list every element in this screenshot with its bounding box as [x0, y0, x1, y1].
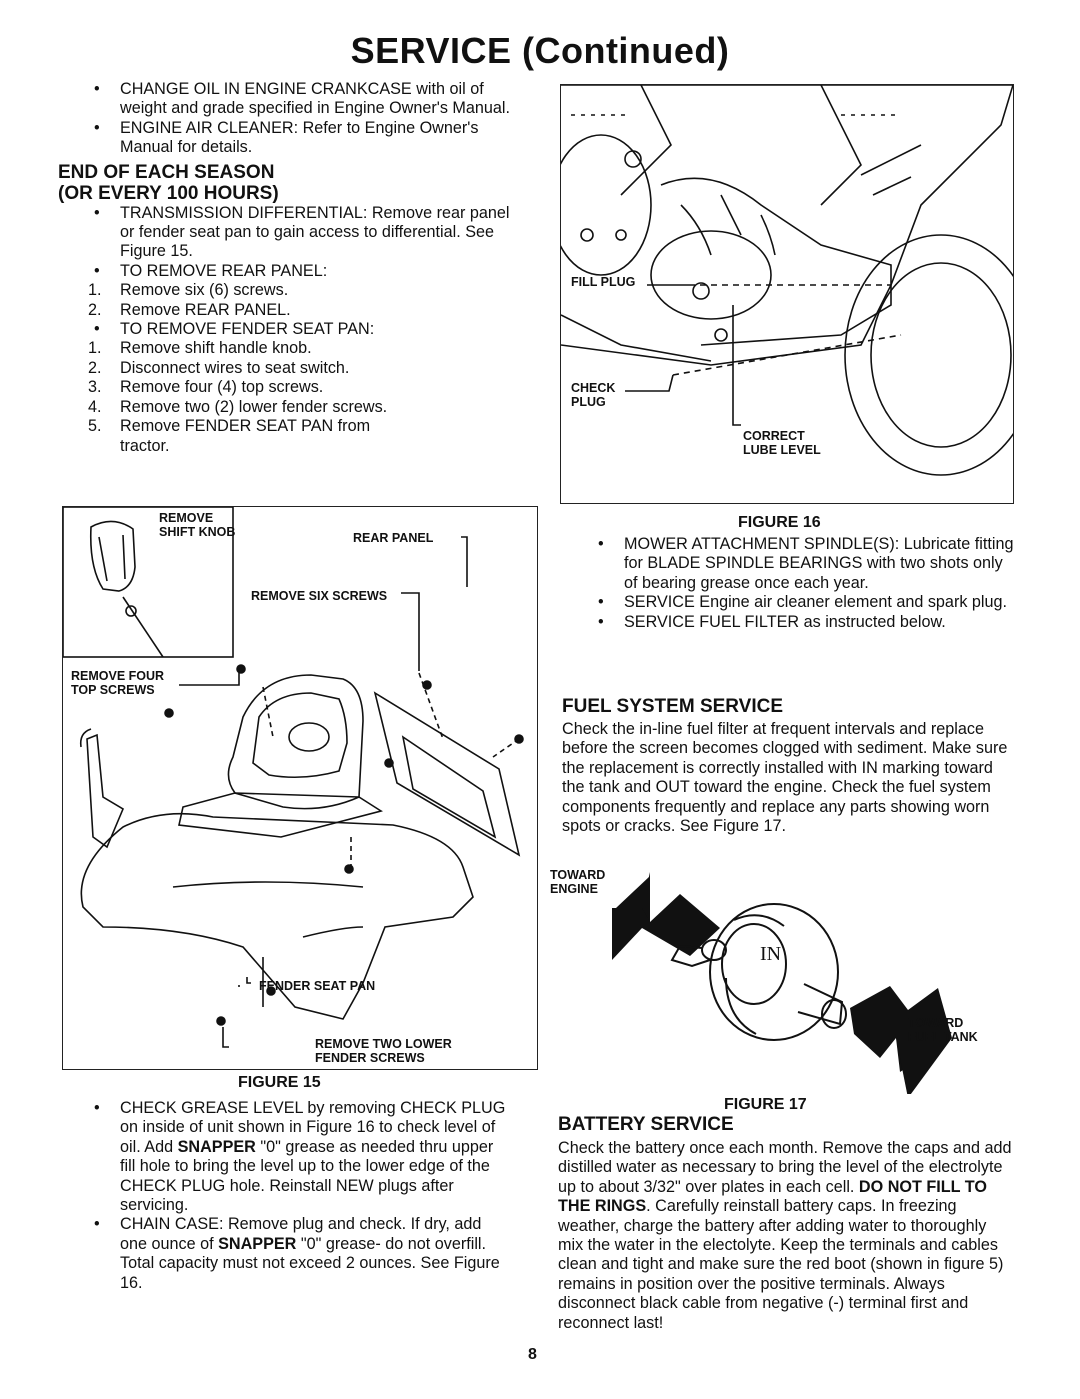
step-item: 1.Remove six (6) screws. [88, 281, 289, 300]
list-item: CHECK GREASE LEVEL by removing CHECK PLU… [88, 1099, 508, 1215]
step-item: 3.Remove four (4) top screws. [88, 378, 324, 397]
list-item: TO REMOVE FENDER SEAT PAN: [88, 320, 518, 340]
list-item: CHANGE OIL IN ENGINE CRANKCASE with oil … [88, 80, 518, 119]
figure-15-label: FIGURE 15 [238, 1074, 321, 1091]
season-heading: END OF EACH SEASON [58, 161, 275, 183]
callout-fender-seat-pan: FENDER SEAT PAN [259, 979, 376, 993]
step-item: 5.Remove FENDER SEAT PAN from tractor. [88, 417, 371, 455]
callout-remove-four-top-screws: REMOVE FOUR TOP SCREWS [71, 669, 165, 697]
fuel-system-heading: FUEL SYSTEM SERVICE [562, 696, 784, 717]
filter-in-marking: IN [760, 943, 781, 965]
list-item: ENGINE AIR CLEANER: Refer to Engine Owne… [88, 119, 518, 158]
callout-toward-engine: TOWARD ENGINE [550, 868, 606, 896]
seat-fender-drawing [63, 507, 524, 1048]
differential-drawing [561, 85, 1013, 476]
callout-toward-fuel-tank: TOWARD FUEL TANK [908, 1016, 978, 1044]
step-item: 2.Remove REAR PANEL. [88, 300, 291, 319]
step-item: 1.Remove shift handle knob. [88, 339, 312, 358]
callout-remove-six-screws: REMOVE SIX SCREWS [251, 589, 388, 603]
figure-17-illustration: IN TOWARD ENGINE TOWARD FUEL TANK [550, 868, 1010, 1094]
step-item: 2.Disconnect wires to seat switch. [88, 358, 350, 377]
list-item: TRANSMISSION DIFFERENTIAL: Remove rear p… [88, 204, 515, 262]
left-bottom-text: CHECK GREASE LEVEL by removing CHECK PLU… [88, 1099, 508, 1293]
page-number: 8 [528, 1346, 537, 1363]
figure-16-illustration: FILL PLUG CHECK PLUG CORRECT LUBE LEVEL [560, 84, 1014, 504]
callout-check-plug: CHECK PLUG [571, 381, 616, 409]
figure-17-label: FIGURE 17 [724, 1096, 807, 1113]
list-item: CHAIN CASE: Remove plug and check. If dr… [88, 1215, 508, 1293]
figure-16-label: FIGURE 16 [738, 514, 821, 531]
page-title: SERVICE (Continued) [350, 30, 730, 71]
list-item: SERVICE Engine air cleaner element and s… [592, 593, 1020, 613]
battery-service-heading: BATTERY SERVICE [558, 1114, 734, 1135]
list-item: SERVICE FUEL FILTER as instructed below. [592, 613, 1020, 633]
callout-fill-plug: FILL PLUG [571, 275, 636, 289]
fuel-system-text: Check the in-line fuel filter at frequen… [562, 720, 1008, 836]
callout-correct-lube-level: CORRECT LUBE LEVEL [743, 429, 821, 457]
callout-rear-panel: REAR PANEL [353, 531, 434, 545]
fuel-filter-drawing: IN [612, 872, 952, 1094]
callout-remove-two-lower: REMOVE TWO LOWER FENDER SCREWS [315, 1037, 452, 1065]
callout-remove-shift-knob: REMOVE SHIFT KNOB [159, 511, 236, 539]
list-item: TO REMOVE REAR PANEL: [88, 262, 518, 282]
right-mid-text: MOWER ATTACHMENT SPINDLE(S): Lubricate f… [592, 535, 1020, 632]
figure-15-illustration: REMOVE SHIFT KNOB REAR PANEL REMOVE SIX … [62, 506, 538, 1070]
left-top-text: CHANGE OIL IN ENGINE CRANKCASE with oil … [58, 80, 518, 456]
battery-service-text: Check the battery once each month. Remov… [558, 1139, 1012, 1332]
season-heading-sub: (OR EVERY 100 HOURS) [58, 182, 279, 204]
step-item: 4.Remove two (2) lower fender screws. [88, 397, 388, 416]
list-item: MOWER ATTACHMENT SPINDLE(S): Lubricate f… [592, 535, 1020, 593]
